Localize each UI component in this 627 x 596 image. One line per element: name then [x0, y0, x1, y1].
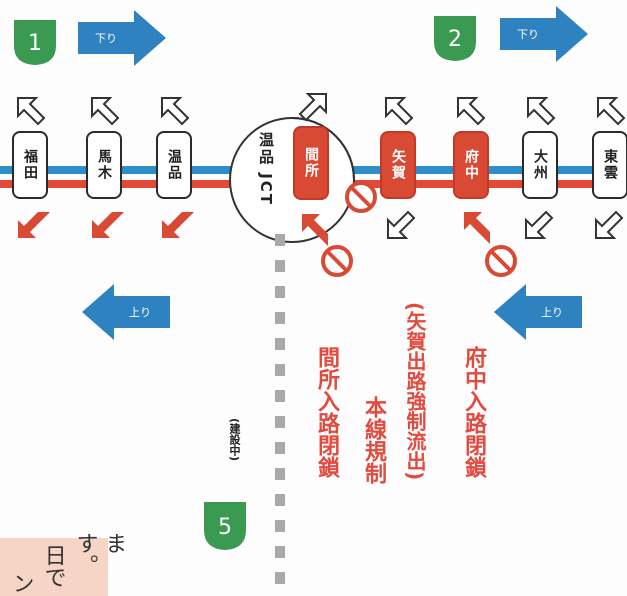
up-arrow-icon: 上り [82, 284, 170, 340]
route-number: 5 [218, 515, 232, 540]
station-fuchu: 府中 [453, 131, 489, 199]
shield-icon: 5 [202, 500, 248, 553]
station-label: 福田 [22, 149, 38, 181]
direction-label: 下り [517, 28, 539, 41]
off-ramp-icon [298, 93, 327, 122]
direction-label: 上り [541, 306, 563, 319]
direction-label: 下り [95, 32, 117, 45]
off-ramp-icon [457, 97, 486, 126]
station-madokoro: 間所 [293, 126, 329, 200]
shield-icon: 1 [12, 18, 58, 68]
annotation-madokoro: 間所入路閉鎖 [314, 346, 339, 478]
off-ramp-icon [17, 97, 46, 126]
direction-label: 上り [129, 306, 151, 319]
construction-route [275, 234, 285, 596]
no-entry-icon [485, 245, 517, 277]
off-ramp-icon [387, 210, 416, 239]
note-col3: ます。 [72, 532, 127, 576]
off-ramp-icon [597, 97, 626, 126]
off-ramp-icon [385, 97, 414, 126]
closed-entry-arrow-icon [464, 212, 490, 244]
station-fukuda: 福田 [12, 131, 48, 199]
up-arrow-icon: 上り [494, 284, 582, 340]
annotation-yaga-exit: (矢賀出路強制流出) [403, 302, 427, 481]
no-entry-icon [321, 245, 353, 277]
construction-label: (建設中) [228, 418, 241, 462]
station-nukushina: 温品 [156, 131, 192, 199]
on-ramp-icon [18, 212, 50, 238]
note-box [0, 538, 108, 596]
station-oozu: 大州 [522, 131, 558, 199]
junction-label: 温品 JCT [257, 132, 275, 207]
note-col2: 日で [40, 544, 66, 588]
down-arrow-icon: 下り [500, 6, 588, 62]
on-ramp-icon [92, 212, 124, 238]
jct-loop [229, 117, 355, 243]
shield-icon: 2 [432, 14, 478, 64]
station-label: 東雲 [602, 149, 618, 181]
station-label: 温品 [166, 149, 182, 181]
off-ramp-icon [527, 97, 556, 126]
down-arrow-icon: 下り [78, 10, 166, 66]
annotation-fuchu: 府中入路閉鎖 [461, 346, 486, 478]
route-number: 2 [448, 27, 462, 52]
station-label: 間所 [303, 147, 319, 179]
off-ramp-icon [161, 97, 190, 126]
on-ramp-icon [162, 212, 194, 238]
note-col1: ン [8, 572, 34, 594]
annotation-mainline: 本線規制 [361, 396, 386, 484]
station-label: 大州 [532, 149, 548, 181]
station-label: 馬木 [96, 149, 112, 181]
station-label: 府中 [463, 149, 479, 181]
off-ramp-icon [595, 210, 624, 239]
station-umaki: 馬木 [86, 131, 122, 199]
station-yaga: 矢賀 [380, 131, 416, 199]
station-label: 矢賀 [390, 149, 406, 181]
off-ramp-icon [91, 97, 120, 126]
closed-entry-arrow-icon [302, 214, 328, 246]
off-ramp-icon [525, 210, 554, 239]
no-entry-icon [345, 181, 377, 213]
station-shinonome: 東雲 [592, 131, 627, 199]
route-number: 1 [28, 31, 42, 56]
